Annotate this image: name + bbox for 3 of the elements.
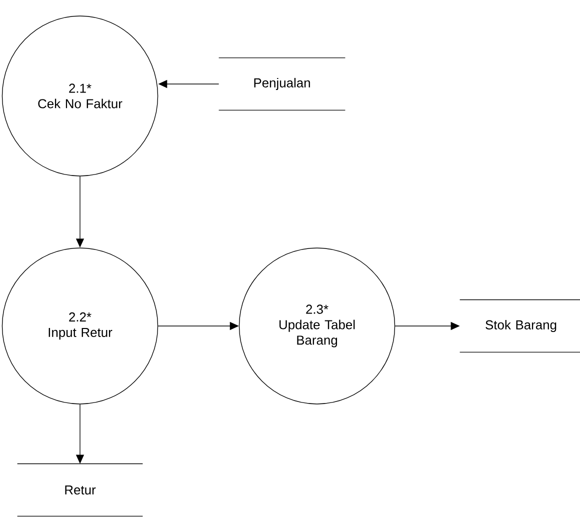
data-store: Stok Barang	[459, 299, 580, 353]
data-store: Penjualan	[218, 57, 346, 111]
data-store: Retur	[16, 463, 144, 517]
